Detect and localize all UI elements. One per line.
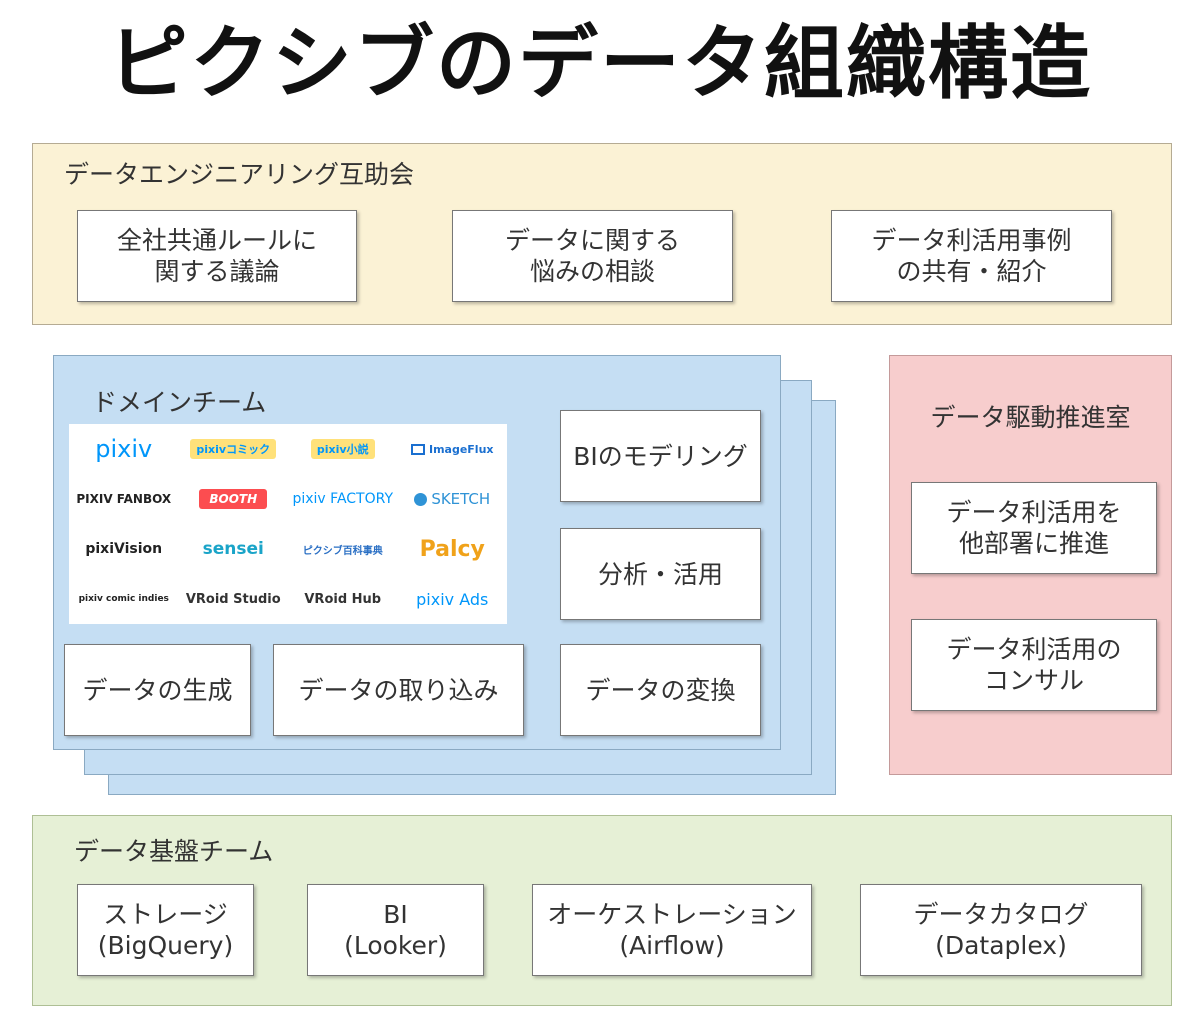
box-text-line: ストレージ xyxy=(103,900,228,929)
dot-icon xyxy=(414,492,428,506)
box-text-line: (Looker) xyxy=(344,931,447,960)
promotion-label: データ駆動推進室 xyxy=(930,403,1131,432)
logo-text: SKETCH xyxy=(431,490,491,508)
bi-box: BI (Looker) xyxy=(307,884,484,976)
box-text-line: データ利活用事例 xyxy=(871,226,1072,255)
pixiv-novel-logo: pixiv小説 xyxy=(288,424,398,474)
data-generation-box: データの生成 xyxy=(64,644,251,736)
storage-box: ストレージ (BigQuery) xyxy=(77,884,254,976)
box-text-line: (Dataplex) xyxy=(935,931,1067,960)
square-icon xyxy=(410,443,425,455)
platform-label: データ基盤チーム xyxy=(74,837,274,866)
logo-text: pixiVision xyxy=(85,541,163,557)
box-text-line: 悩みの相談 xyxy=(529,257,655,286)
box-text-line: 関する議論 xyxy=(154,257,280,286)
box-text-line: データ利活用の xyxy=(946,635,1122,664)
mutual-aid-label: データエンジニアリング互助会 xyxy=(64,160,415,189)
palcy-logo: Palcy xyxy=(398,524,508,574)
domain-label: ドメインチーム xyxy=(92,388,267,417)
booth-logo: BOOTH xyxy=(179,474,289,524)
box-text-line: (BigQuery) xyxy=(97,931,234,960)
logo-text: pixivコミック xyxy=(190,439,277,459)
pixiv-comic-logo: pixivコミック xyxy=(179,424,289,474)
sensei-logo: sensei xyxy=(179,524,289,574)
logo-text: PIXIV FANBOX xyxy=(76,492,172,506)
pixiv-factory-logo: pixiv FACTORY xyxy=(288,474,398,524)
service-logos: pixiv pixivコミック pixiv小説 ImageFlux PIXIV … xyxy=(69,424,507,624)
box-text-line: データに関する xyxy=(504,226,680,255)
logo-text: pixiv Ads xyxy=(416,589,489,609)
pixiv-logo: pixiv xyxy=(69,424,179,474)
logo-text: VRoid Studio xyxy=(185,591,281,607)
box-text-line: 他部署に推進 xyxy=(958,529,1109,558)
box-text-line: データの生成 xyxy=(82,675,233,705)
logo-text: BOOTH xyxy=(199,489,268,509)
box-text-line: コンサル xyxy=(983,666,1084,695)
logo-text: pixiv小説 xyxy=(310,439,375,459)
data-ingestion-box: データの取り込み xyxy=(273,644,524,736)
box-text-line: 全社共通ルールに xyxy=(116,226,317,255)
bi-modeling-box: BIのモデリング xyxy=(560,410,761,502)
data-transform-box: データの変換 xyxy=(560,644,761,736)
rules-discussion-box: 全社共通ルールに 関する議論 xyxy=(77,210,357,302)
page-title: ピクシブのデータ組織構造 xyxy=(108,17,1092,110)
imageflux-logo: ImageFlux xyxy=(398,424,508,474)
box-text-line: データの取り込み xyxy=(298,675,499,705)
box-text-line: の共有・紹介 xyxy=(896,257,1047,286)
vroid-hub-logo: VRoid Hub xyxy=(288,574,398,624)
logo-text: ImageFlux xyxy=(428,442,494,456)
orchestration-box: オーケストレーション (Airflow) xyxy=(532,884,812,976)
consulting-box: データ利活用の コンサル xyxy=(911,619,1157,711)
box-text-line: BIのモデリング xyxy=(573,441,748,471)
box-text-line: データ利活用を xyxy=(946,498,1122,527)
consultation-box: データに関する 悩みの相談 xyxy=(452,210,733,302)
promote-usage-box: データ利活用を 他部署に推進 xyxy=(911,482,1157,574)
box-text-line: データカタログ xyxy=(913,900,1089,929)
box-text-line: 分析・活用 xyxy=(597,559,723,589)
pixiv-comic-indies-logo: pixiv comic indies xyxy=(69,574,179,624)
box-text-line: データの変換 xyxy=(585,675,736,705)
logo-text: sensei xyxy=(202,539,264,559)
analysis-box: 分析・活用 xyxy=(560,528,761,620)
data-catalog-box: データカタログ (Dataplex) xyxy=(860,884,1142,976)
logo-text: pixiv xyxy=(95,435,153,463)
box-text-line: (Airflow) xyxy=(619,931,725,960)
pixivision-logo: pixiVision xyxy=(69,524,179,574)
box-text-line: BI xyxy=(383,900,408,929)
dic-logo: ピクシブ百科事典 xyxy=(288,524,398,574)
logo-text: pixiv FACTORY xyxy=(292,491,393,507)
pixiv-ads-logo: pixiv Ads xyxy=(398,574,508,624)
sketch-logo: SKETCH xyxy=(398,474,508,524)
vroid-studio-logo: VRoid Studio xyxy=(179,574,289,624)
logo-text: VRoid Hub xyxy=(304,591,382,607)
logo-text: ピクシブ百科事典 xyxy=(302,545,383,557)
box-text-line: オーケストレーション xyxy=(547,900,797,929)
case-sharing-box: データ利活用事例 の共有・紹介 xyxy=(831,210,1112,302)
logo-text: Palcy xyxy=(419,536,485,562)
logo-text: pixiv comic indies xyxy=(78,594,169,604)
pixiv-fanbox-logo: PIXIV FANBOX xyxy=(69,474,179,524)
